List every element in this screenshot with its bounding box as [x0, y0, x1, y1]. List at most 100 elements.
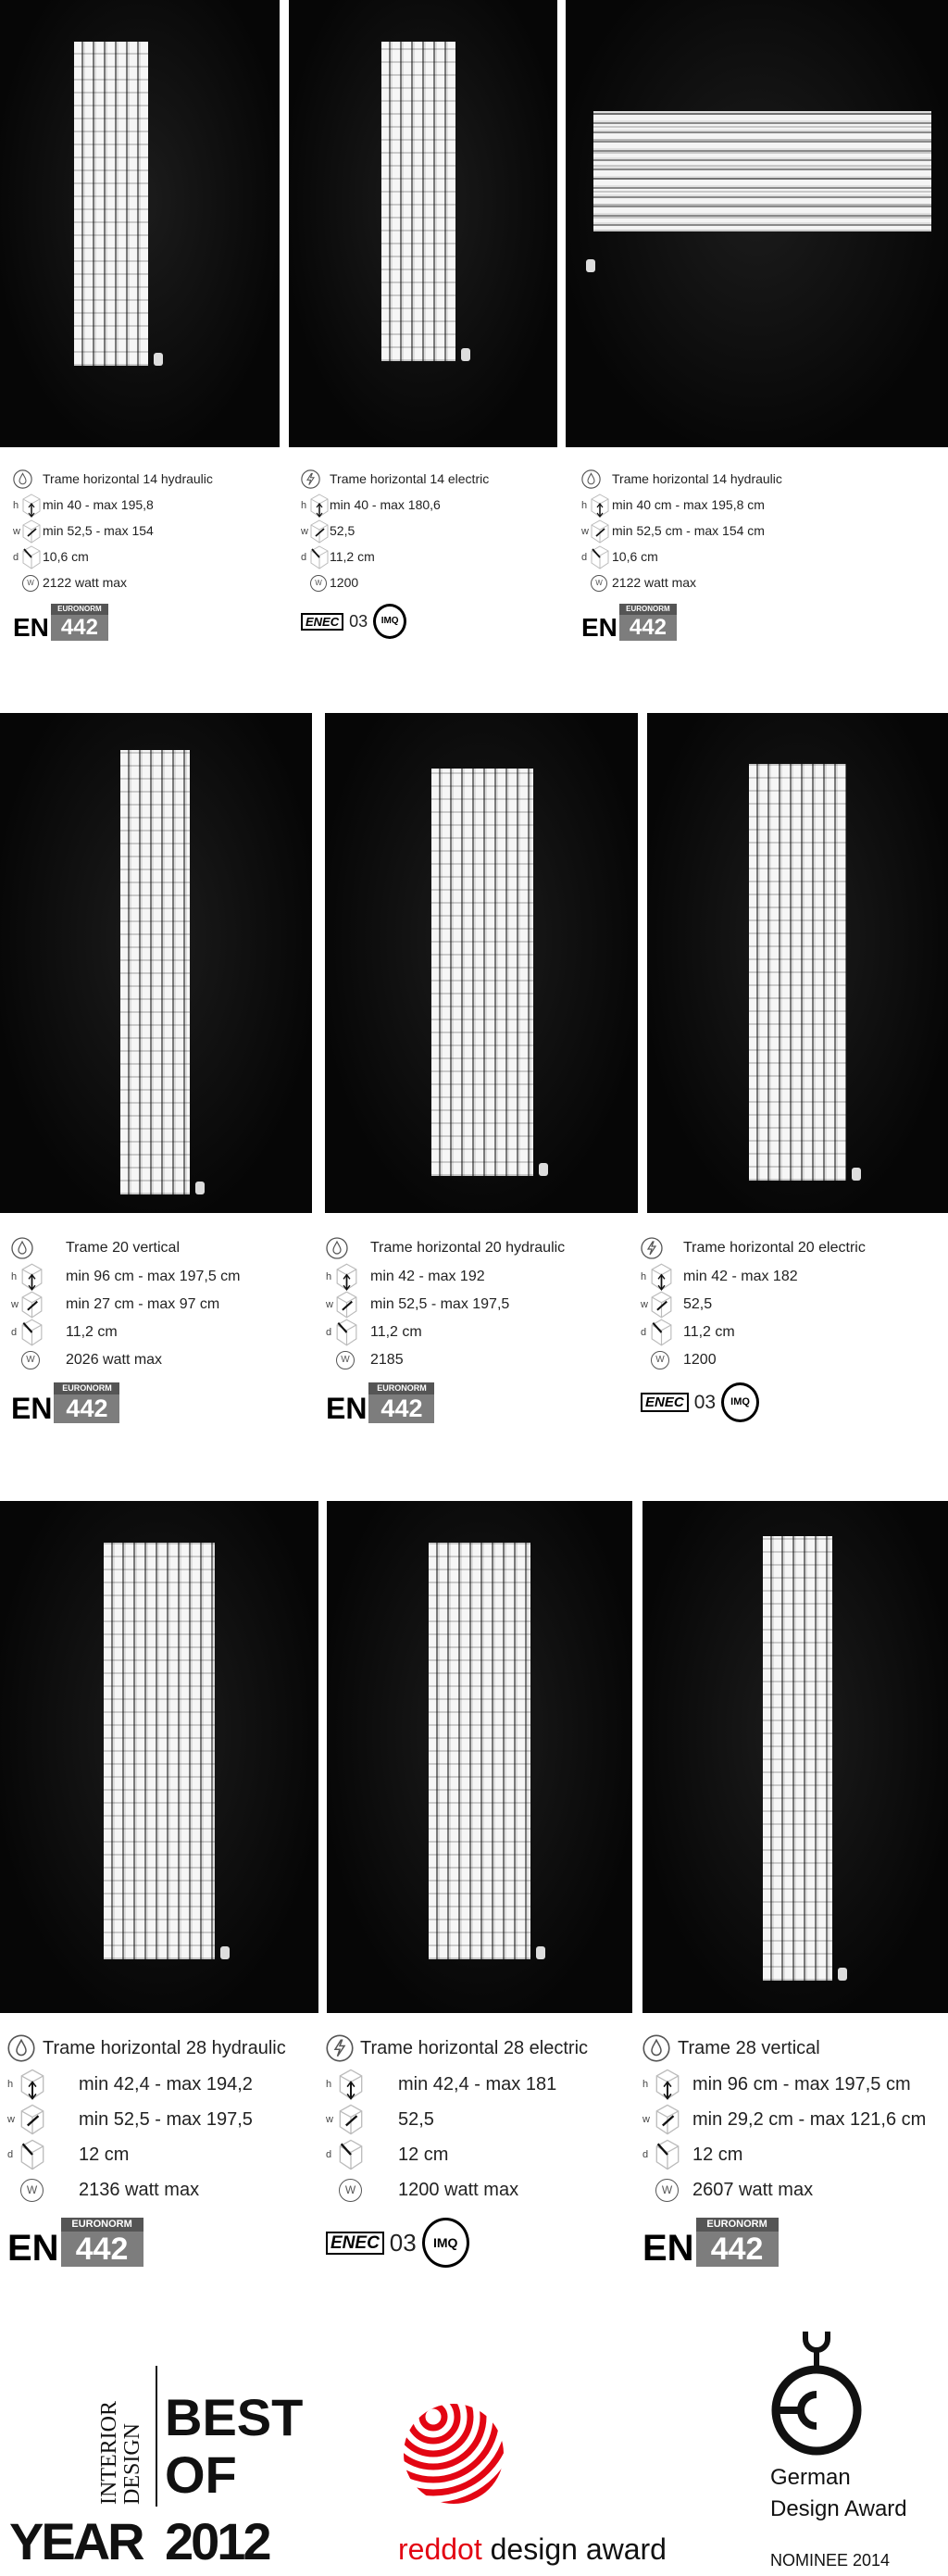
radiator-image: [104, 1543, 215, 1959]
product-title: Trame horizontal 14 hydraulic: [43, 470, 213, 486]
year-text: YEAR: [9, 2512, 145, 2570]
height-value: min 96 cm - max 197,5 cm: [66, 1269, 241, 1285]
valve-icon: [536, 1946, 545, 1959]
dimension-h-icon: [339, 2069, 398, 2100]
watt-value: 1200 watt max: [398, 2180, 519, 2200]
interior-design-brand: INTERIOR DESIGN: [97, 2401, 144, 2505]
imq-mark: IMQ: [721, 1382, 760, 1422]
valve-icon: [195, 1182, 205, 1194]
dimension-h-icon: [591, 494, 612, 518]
width-value: min 52,5 - max 197,5: [79, 2109, 253, 2130]
product-title-row: Trame horizontal 14 hydraulic: [13, 465, 283, 493]
dimension-h-icon: [655, 2069, 692, 2100]
w-label: w: [326, 2113, 333, 2125]
euronorm-text: EURONORM: [60, 2218, 143, 2232]
watt-value: 2136 watt max: [79, 2180, 200, 2200]
watt-icon: W: [655, 2178, 679, 2202]
reddot-rest-text: design award: [481, 2532, 667, 2566]
d-label: d: [7, 2148, 14, 2160]
watt-icon-cell: W: [642, 2178, 692, 2202]
en-text: EN: [13, 613, 49, 642]
imq-mark: IMQ: [373, 604, 407, 639]
dimension-d-icon: [21, 1319, 66, 1346]
width-value: 52,5: [330, 523, 356, 539]
german-design-award-logo: German Design Award NOMINEE 2014: [768, 2324, 944, 2574]
year-number: 2012: [165, 2512, 272, 2570]
enec-number: 03: [389, 2229, 417, 2257]
watt-icon: W: [339, 2178, 362, 2202]
height-value: min 42,4 - max 194,2: [79, 2074, 253, 2095]
depth-value: 12 cm: [79, 2145, 130, 2165]
dimension-w-icon: [20, 2104, 79, 2135]
w-row: w min 52,5 - max 197,5: [7, 2102, 322, 2137]
product-title-row: Trame horizontal 14 hydraulic: [581, 465, 942, 493]
dimension-h-icon: [22, 494, 43, 518]
watt-value: 2607 watt max: [692, 2180, 814, 2200]
h-label: h: [581, 499, 588, 511]
dimension-d-icon: [310, 545, 330, 569]
enec-mark: ENEC: [301, 612, 344, 631]
depth-value: 10,6 cm: [612, 549, 658, 565]
product-title: Trame horizontal 20 electric: [683, 1239, 866, 1256]
width-value: 52,5: [683, 1296, 713, 1313]
valve-icon: [154, 353, 163, 366]
watt-icon-cell: W: [641, 1351, 683, 1369]
w-label: w: [7, 2113, 15, 2125]
dimension-h-icon: [20, 2069, 79, 2100]
en-text: EN: [326, 1392, 368, 1425]
valve-icon: [539, 1163, 548, 1176]
en-text: EN: [642, 2228, 694, 2269]
product-title-row: Trame horizontal 20 electric: [641, 1233, 942, 1263]
reddot-ball-icon: [404, 2404, 504, 2504]
product-title: Trame horizontal 28 hydraulic: [43, 2037, 286, 2058]
euronorm-number: 442: [380, 1394, 423, 1422]
product-title-row: Trame 20 vertical: [11, 1233, 317, 1263]
lightning-icon: [301, 469, 330, 489]
h-label: h: [326, 1270, 332, 1282]
interior-design-award-logo: INTERIOR DESIGN BEST OF YEAR 2012: [9, 2366, 315, 2574]
product-title: Trame horizontal 28 electric: [360, 2037, 589, 2058]
width-value: min 52,5 - max 197,5: [370, 1296, 510, 1313]
height-value: min 40 cm - max 195,8 cm: [612, 497, 765, 513]
watt-icon: W: [20, 2178, 44, 2202]
depth-value: 12 cm: [692, 2145, 743, 2165]
radiator-image: [429, 1543, 530, 1959]
enec-number: 03: [693, 1392, 717, 1413]
radiator-image: [749, 764, 846, 1181]
h-row: h min 40 cm - max 195,8 cm: [581, 493, 942, 519]
d-label: d: [641, 1326, 647, 1338]
watt-icon: W: [310, 575, 327, 592]
drop-icon: [11, 1237, 66, 1259]
product-title: Trame horizontal 14 hydraulic: [612, 470, 782, 486]
enec-mark: ENEC: [641, 1393, 689, 1412]
drop-icon: [13, 469, 43, 489]
watt-value: 1200: [330, 575, 359, 591]
